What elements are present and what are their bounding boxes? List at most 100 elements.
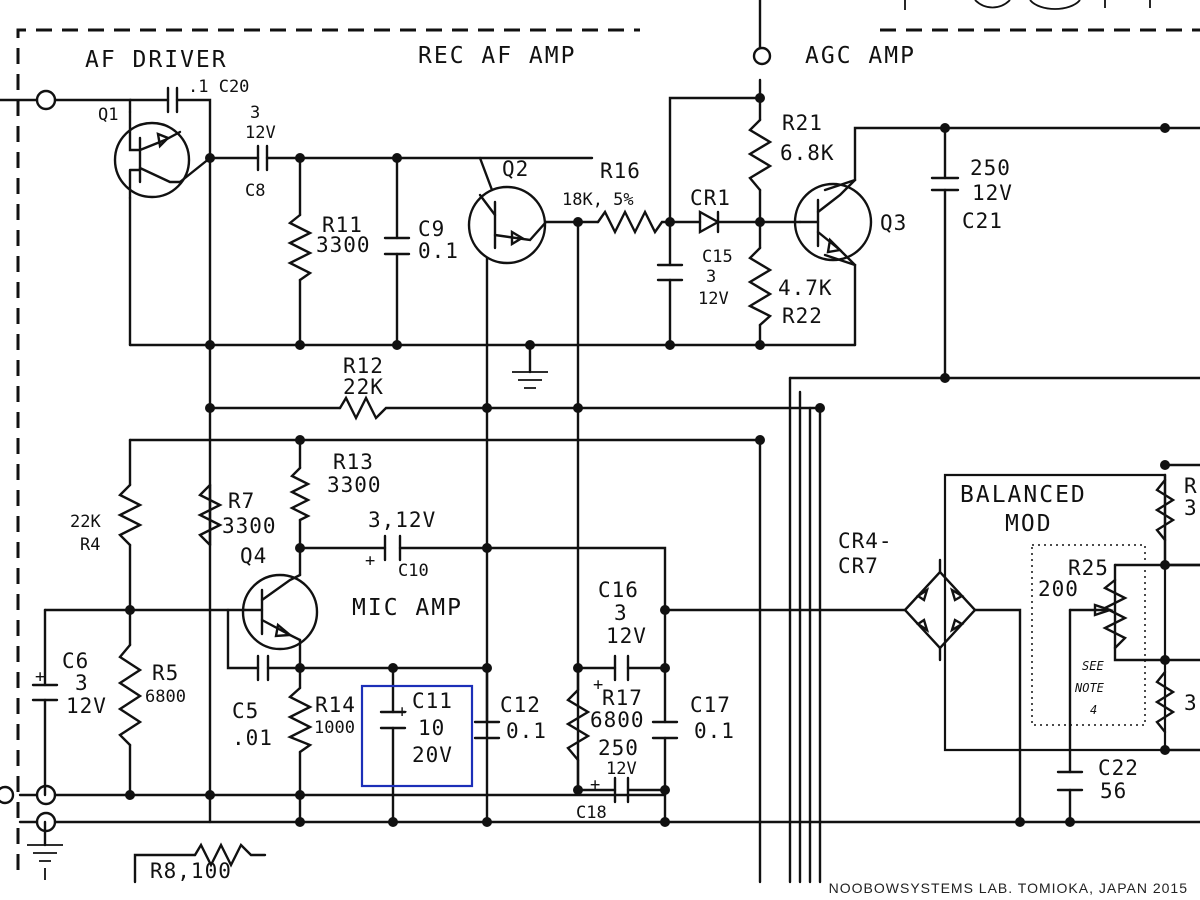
section-mod: MOD	[1005, 511, 1053, 537]
label-c18-plus: +	[590, 775, 600, 795]
label-cr7: CR7	[838, 554, 879, 578]
transistor-q3	[793, 178, 873, 267]
label-r12-value: 22K	[343, 375, 384, 399]
section-af-driver: AF DRIVER	[85, 47, 228, 73]
bridge-diodes	[915, 587, 965, 633]
label-r21-value: 6.8K	[780, 141, 835, 165]
label-c5: C5	[232, 699, 259, 723]
label-c18-value: 250	[598, 736, 639, 760]
label-c6-voltage: 12V	[66, 694, 107, 718]
label-r11: R11	[322, 213, 363, 237]
label-c8-voltage: 12V	[245, 123, 276, 143]
transistors	[113, 110, 873, 651]
label-c10: C10	[398, 561, 429, 581]
label-r5: R5	[152, 661, 179, 685]
label-r7-value: 3300	[222, 514, 277, 538]
section-mic-amp: MIC AMP	[352, 595, 463, 621]
label-c21: C21	[962, 209, 1003, 233]
label-r7: R7	[228, 489, 255, 513]
resistor-r4	[117, 483, 143, 547]
label-r17-value: 6800	[590, 708, 645, 732]
label-c9: C9	[418, 217, 445, 241]
label-cr1: CR1	[690, 186, 731, 210]
board-outline	[16, 0, 1200, 870]
label-r22-value: 4.7K	[778, 276, 833, 300]
resistors	[117, 118, 1176, 762]
label-cr4: CR4-	[838, 529, 893, 553]
label-c16: C16	[598, 578, 639, 602]
capacitor-c5	[256, 654, 270, 682]
capacitor-c22	[1056, 770, 1084, 792]
label-r12: R12	[343, 354, 384, 378]
transistor-q4	[241, 573, 319, 651]
capacitor-c12	[473, 720, 501, 740]
label-c16-voltage: 12V	[606, 624, 647, 648]
label-c15-voltage: 12V	[698, 289, 729, 309]
label-r14: R14	[315, 693, 356, 717]
label-c6: C6	[62, 649, 89, 673]
label-r17: R17	[602, 686, 643, 710]
label-c18: C18	[576, 803, 607, 823]
capacitor-c17	[651, 720, 679, 740]
label-r13: R13	[333, 450, 374, 474]
credit-text: NOOBOWSYSTEMS LAB. TOMIOKA, JAPAN 2015	[828, 880, 1188, 896]
capacitor-c20	[166, 86, 179, 114]
label-c20: .1 C20	[188, 77, 249, 97]
label-c8-value: 3	[250, 103, 260, 123]
resistor-r22	[747, 246, 773, 327]
label-r25-value: 200	[1038, 577, 1079, 601]
label-r8: R8,100	[150, 859, 232, 883]
capacitor-c15	[656, 263, 684, 282]
resistor-edge-1	[1154, 478, 1176, 542]
label-q3: Q3	[880, 211, 907, 235]
resistor-r7	[197, 483, 223, 547]
capacitor-c11	[379, 710, 407, 730]
label-see: SEE	[1082, 659, 1104, 673]
label-c21-value: 250	[970, 156, 1011, 180]
label-c11-plus: +	[397, 702, 407, 722]
label-q1: Q1	[98, 105, 118, 125]
label-c6-plus: +	[35, 667, 45, 687]
label-c22: C22	[1098, 756, 1139, 780]
label-c11: C11	[412, 689, 453, 713]
terminals	[0, 46, 772, 833]
label-c5-value: .01	[232, 726, 273, 750]
section-labels: AF DRIVER REC AF AMP AGC AMP MIC AMP BAL…	[85, 43, 1087, 621]
resistor-r21	[747, 118, 773, 192]
label-c10-plus: +	[365, 551, 375, 571]
resistor-r14	[287, 686, 313, 754]
label-r25: R25	[1068, 556, 1109, 580]
resistor-r13	[289, 466, 311, 522]
label-c12: C12	[500, 693, 541, 717]
junction-dots	[125, 93, 1170, 827]
label-c22-value: 56	[1100, 779, 1127, 803]
label-edge-r: R	[1184, 474, 1198, 498]
label-c15: C15	[702, 247, 733, 267]
resistor-r17	[565, 688, 591, 762]
capacitor-c10	[383, 534, 402, 562]
label-c16-value: 3	[614, 601, 628, 625]
label-c11-voltage: 20V	[412, 743, 453, 767]
label-r4-value: 22K	[70, 512, 101, 532]
label-c11-value: 10	[418, 716, 445, 740]
transistor-q2	[467, 185, 548, 265]
label-c15-value: 3	[706, 267, 716, 287]
label-edge-3a: 3	[1184, 496, 1198, 520]
capacitor-c16	[613, 654, 630, 682]
section-rec-af-amp: REC AF AMP	[418, 43, 576, 69]
section-balanced: BALANCED	[960, 482, 1087, 508]
label-c18-voltage: 12V	[606, 759, 637, 779]
capacitor-c21	[930, 176, 960, 192]
resistor-r25	[1102, 578, 1128, 650]
label-r4: R4	[80, 535, 100, 555]
transistor-q1	[113, 110, 191, 200]
capacitors	[31, 86, 1084, 804]
label-note: NOTE	[1074, 681, 1105, 695]
label-edge-3b: 3	[1184, 691, 1198, 715]
resistor-r11	[287, 213, 313, 282]
label-c10-value: 3,12V	[368, 508, 436, 532]
capacitor-c8	[256, 144, 269, 172]
label-c17: C17	[690, 693, 731, 717]
